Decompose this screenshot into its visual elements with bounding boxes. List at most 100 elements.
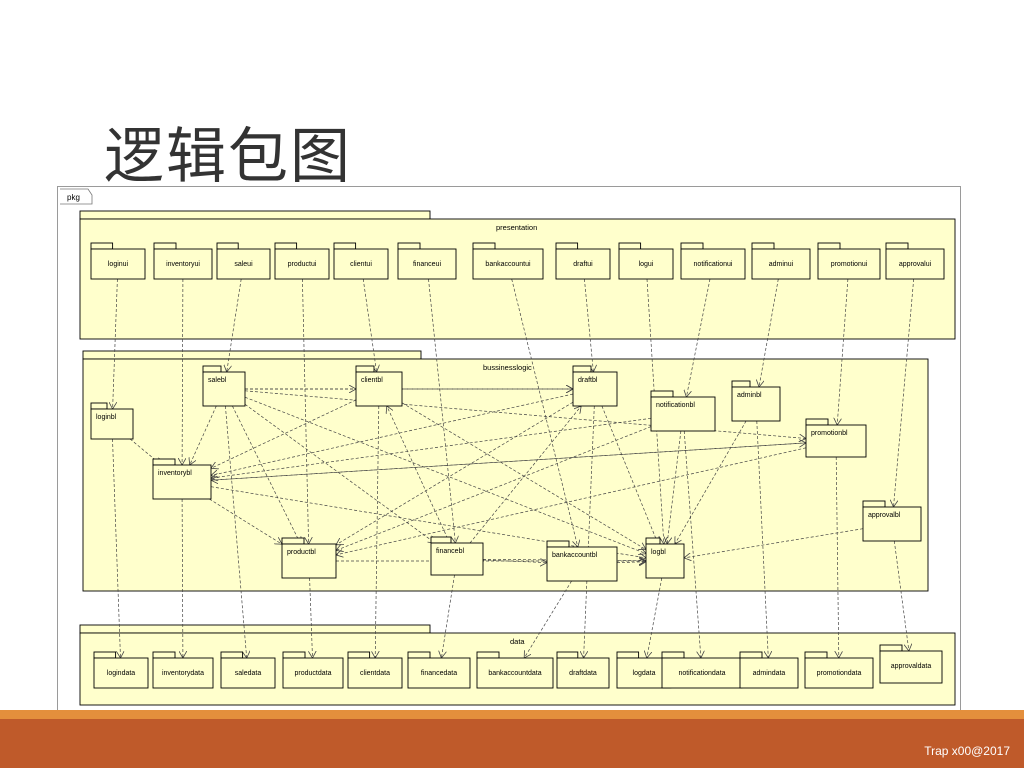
- package-notificationdata[interactable]: notificationdata: [661, 651, 743, 689]
- dependency-financebl-clientbl: [387, 406, 451, 544]
- package-notificationbl[interactable]: notificationbl: [650, 390, 716, 432]
- package-approvalbl[interactable]: approvalbl: [862, 500, 922, 542]
- package-body: [355, 371, 403, 407]
- package-label: financebl: [436, 548, 464, 555]
- package-body: [281, 543, 337, 579]
- package-draftui[interactable]: draftui: [555, 242, 611, 280]
- package-tab: [152, 458, 176, 466]
- frame-tab: [60, 188, 93, 205]
- package-productbl[interactable]: productbl: [281, 537, 337, 579]
- package-approvaldata[interactable]: approvaldata: [879, 644, 943, 684]
- package-label: productui: [288, 261, 317, 268]
- package-tab: [153, 242, 177, 250]
- dependency-promotionbl-productbl: [336, 447, 807, 555]
- package-draftdata[interactable]: draftdata: [556, 651, 610, 689]
- dependency-financebl-financedata: [441, 574, 455, 658]
- package-tab: [751, 242, 775, 250]
- package-tab: [90, 402, 108, 410]
- package-loginui[interactable]: loginui: [90, 242, 146, 280]
- package-body: [430, 542, 484, 576]
- package-body: [90, 408, 134, 440]
- package-body: [152, 464, 212, 500]
- package-clientui[interactable]: clientui: [333, 242, 389, 280]
- frame-label: pkg: [67, 193, 80, 202]
- package-body: [90, 248, 146, 280]
- package-tab: [645, 537, 661, 545]
- package-tab: [618, 242, 642, 250]
- layer-tab-businesslogic: [82, 350, 422, 360]
- dependency-salebl-promotionbl: [244, 390, 806, 439]
- package-financebl[interactable]: financebl: [430, 536, 484, 576]
- package-saleui[interactable]: saleui: [216, 242, 271, 280]
- package-label: notificationdata: [678, 670, 725, 677]
- package-label: financeui: [413, 261, 441, 268]
- package-productui[interactable]: productui: [274, 242, 330, 280]
- package-clientbl[interactable]: clientbl: [355, 365, 403, 407]
- dependency-notificationui-notificationbl: [686, 278, 711, 397]
- package-tab: [739, 651, 763, 659]
- package-inventorybl[interactable]: inventorybl: [152, 458, 212, 500]
- dependency-clientbl-clientdata: [375, 405, 379, 658]
- package-body: [546, 546, 618, 582]
- dependency-salebl-inventorybl: [190, 405, 217, 465]
- package-body: [817, 248, 881, 280]
- package-adminbl[interactable]: adminbl: [731, 380, 781, 422]
- package-admindata[interactable]: admindata: [739, 651, 799, 689]
- package-label: admindata: [753, 670, 786, 677]
- package-financeui[interactable]: financeui: [397, 242, 457, 280]
- package-bankaccountdata[interactable]: bankaccountdata: [476, 651, 554, 689]
- package-body: [885, 248, 945, 280]
- layer-label-presentation: presentation: [496, 223, 537, 232]
- package-bankaccountui[interactable]: bankaccountui: [472, 242, 544, 280]
- package-body: [650, 396, 716, 432]
- package-financedata[interactable]: financedata: [407, 651, 471, 689]
- dependency-loginui-loginbl: [113, 278, 118, 409]
- package-label: financedata: [421, 670, 457, 677]
- package-body: [152, 657, 214, 689]
- package-label: notificationbl: [656, 402, 695, 409]
- package-body: [220, 657, 276, 689]
- package-productdata[interactable]: productdata: [282, 651, 344, 689]
- package-promotionui[interactable]: promotionui: [817, 242, 881, 280]
- package-logui[interactable]: logui: [618, 242, 674, 280]
- package-draftbl[interactable]: draftbl: [572, 365, 618, 407]
- dependency-productui-productbl: [302, 278, 308, 544]
- package-tab: [93, 651, 117, 659]
- package-label: inventoryui: [166, 261, 200, 268]
- package-inventorydata[interactable]: inventorydata: [152, 651, 214, 689]
- package-label: productdata: [295, 670, 332, 677]
- package-bankaccountbl[interactable]: bankaccountbl: [546, 540, 618, 582]
- package-body: [407, 657, 471, 689]
- package-tab: [862, 500, 886, 508]
- package-tab: [220, 651, 244, 659]
- dependency-notificationbl-logbl: [667, 430, 682, 544]
- package-label: salebl: [208, 377, 227, 384]
- dependency-draftbl-productbl: [336, 401, 574, 545]
- package-body: [680, 248, 746, 280]
- package-salebl[interactable]: salebl: [202, 365, 246, 407]
- package-body: [731, 386, 781, 422]
- package-label: approvaldata: [891, 663, 932, 670]
- package-body: [804, 657, 874, 689]
- footer-bar: [0, 710, 1024, 768]
- package-tab: [281, 537, 305, 545]
- package-loginbl[interactable]: loginbl: [90, 402, 134, 440]
- package-body: [472, 248, 544, 280]
- package-body: [93, 657, 149, 689]
- package-body: [274, 248, 330, 280]
- package-tab: [282, 651, 306, 659]
- package-saledata[interactable]: saledata: [220, 651, 276, 689]
- package-label: notificationui: [694, 261, 733, 268]
- package-label: loginui: [108, 261, 129, 268]
- package-promotiondata[interactable]: promotiondata: [804, 651, 874, 689]
- package-promotionbl[interactable]: promotionbl: [805, 418, 867, 458]
- dependency-inventorybl-inventorydata: [182, 498, 183, 658]
- package-adminui[interactable]: adminui: [751, 242, 811, 280]
- package-notificationui[interactable]: notificationui: [680, 242, 746, 280]
- package-logbl[interactable]: logbl: [645, 537, 685, 579]
- package-logindata[interactable]: logindata: [93, 651, 149, 689]
- package-clientdata[interactable]: clientdata: [347, 651, 403, 689]
- package-inventoryui[interactable]: inventoryui: [153, 242, 213, 280]
- package-body: [202, 371, 246, 407]
- package-approvalui[interactable]: approvalui: [885, 242, 945, 280]
